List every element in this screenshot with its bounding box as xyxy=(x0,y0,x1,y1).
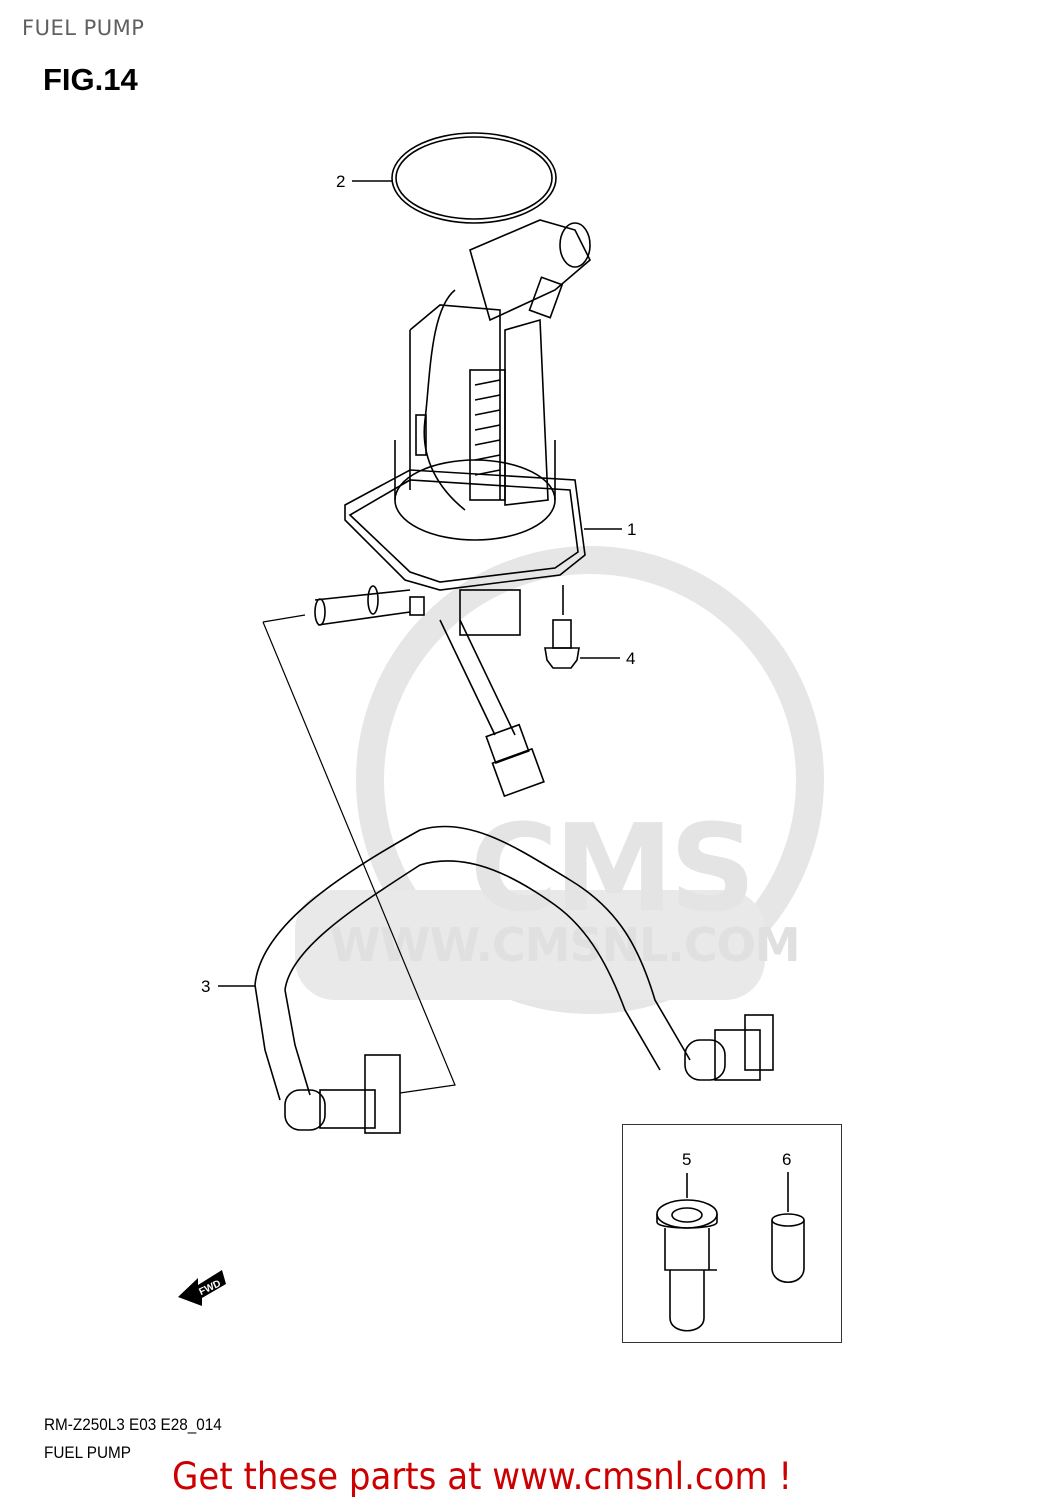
section-name: FUEL PUMP xyxy=(44,1443,132,1462)
reference-line xyxy=(262,614,456,1094)
callout-6[interactable]: 6 xyxy=(782,1150,792,1169)
model-code: RM-Z250L3 E03 E28_014 xyxy=(44,1415,222,1434)
collar-part[interactable] xyxy=(656,1173,718,1332)
svg-text:FWD: FWD xyxy=(197,1278,222,1298)
callout-5[interactable]: 5 xyxy=(682,1150,692,1169)
fwd-arrow-icon: FWD xyxy=(178,1270,226,1306)
o-ring-part[interactable] xyxy=(352,132,557,224)
page-header: FUEL PUMP xyxy=(22,16,145,40)
callout-1[interactable]: 1 xyxy=(627,520,637,539)
callout-3[interactable]: 3 xyxy=(201,977,211,996)
watermark-url-text: WWW.CMSNL.COM xyxy=(330,918,801,972)
callout-2[interactable]: 2 xyxy=(336,172,346,191)
fuel-hose-part[interactable] xyxy=(218,825,774,1134)
cta-link[interactable]: Get these parts at www.cmsnl.com ! xyxy=(172,1455,793,1498)
cap-part[interactable] xyxy=(771,1172,805,1283)
parts-inset-box xyxy=(622,1124,842,1343)
callout-4[interactable]: 4 xyxy=(626,649,636,668)
bolt-part[interactable] xyxy=(544,585,620,669)
figure-title: FIG.14 xyxy=(43,62,138,97)
fuel-pump-part[interactable] xyxy=(314,219,622,798)
